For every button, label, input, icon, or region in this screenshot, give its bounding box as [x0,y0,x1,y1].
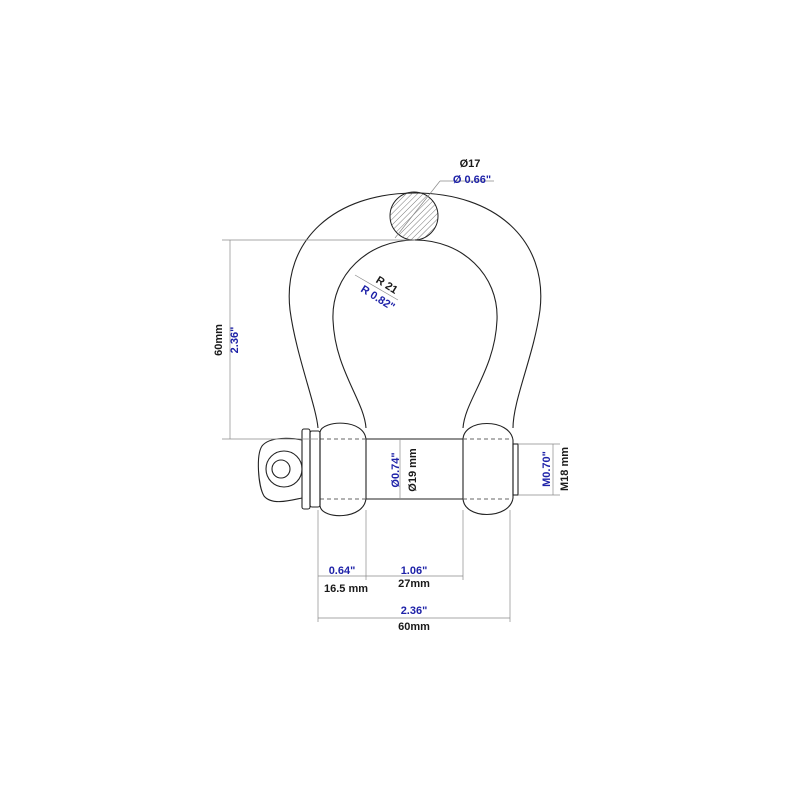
pin-assembly [257,422,519,517]
pin-eye-hole [271,459,291,479]
dimension-labels: Ø17 Ø 0.66" R 21 R 0.82" 60mm 2.36" Ø0.7… [213,158,571,633]
overall-width-mm-label: 60mm [398,621,430,633]
pin-eye-head [257,437,303,503]
jaw-width-mm-label: 27mm [398,578,430,590]
pin-eye-ring [265,450,303,488]
height-mm-label: 60mm [213,324,225,356]
pin-thread-end [512,443,519,496]
thread-mm-label: M18 mm [559,447,571,491]
radius-leader [354,274,399,301]
height-in-label: 2.36" [229,327,241,354]
bow-inner-outline [332,239,498,429]
dimension-lines [222,180,560,622]
left-ear [319,422,367,517]
thread-in-label: M0.70" [541,451,553,487]
right-ear [462,422,514,516]
pin-collar [301,428,311,510]
wire-cross-section [389,191,439,241]
wire-dia-in-label: Ø 0.66" [453,174,491,186]
pin-dia-mm-label: Ø19 mm [407,448,419,492]
wire-dia-mm-label: Ø17 [460,158,481,170]
shackle-bow [288,191,542,429]
jaw-width-in-label: 1.06" [401,565,428,577]
eye-width-in-label: 0.64" [329,565,356,577]
eye-width-mm-label: 16.5 mm [324,583,368,595]
overall-width-in-label: 2.36" [401,605,428,617]
wire-leader [394,180,441,239]
pin-collar-inner [309,430,321,508]
pin-dia-in-label: Ø0.74" [390,452,402,487]
